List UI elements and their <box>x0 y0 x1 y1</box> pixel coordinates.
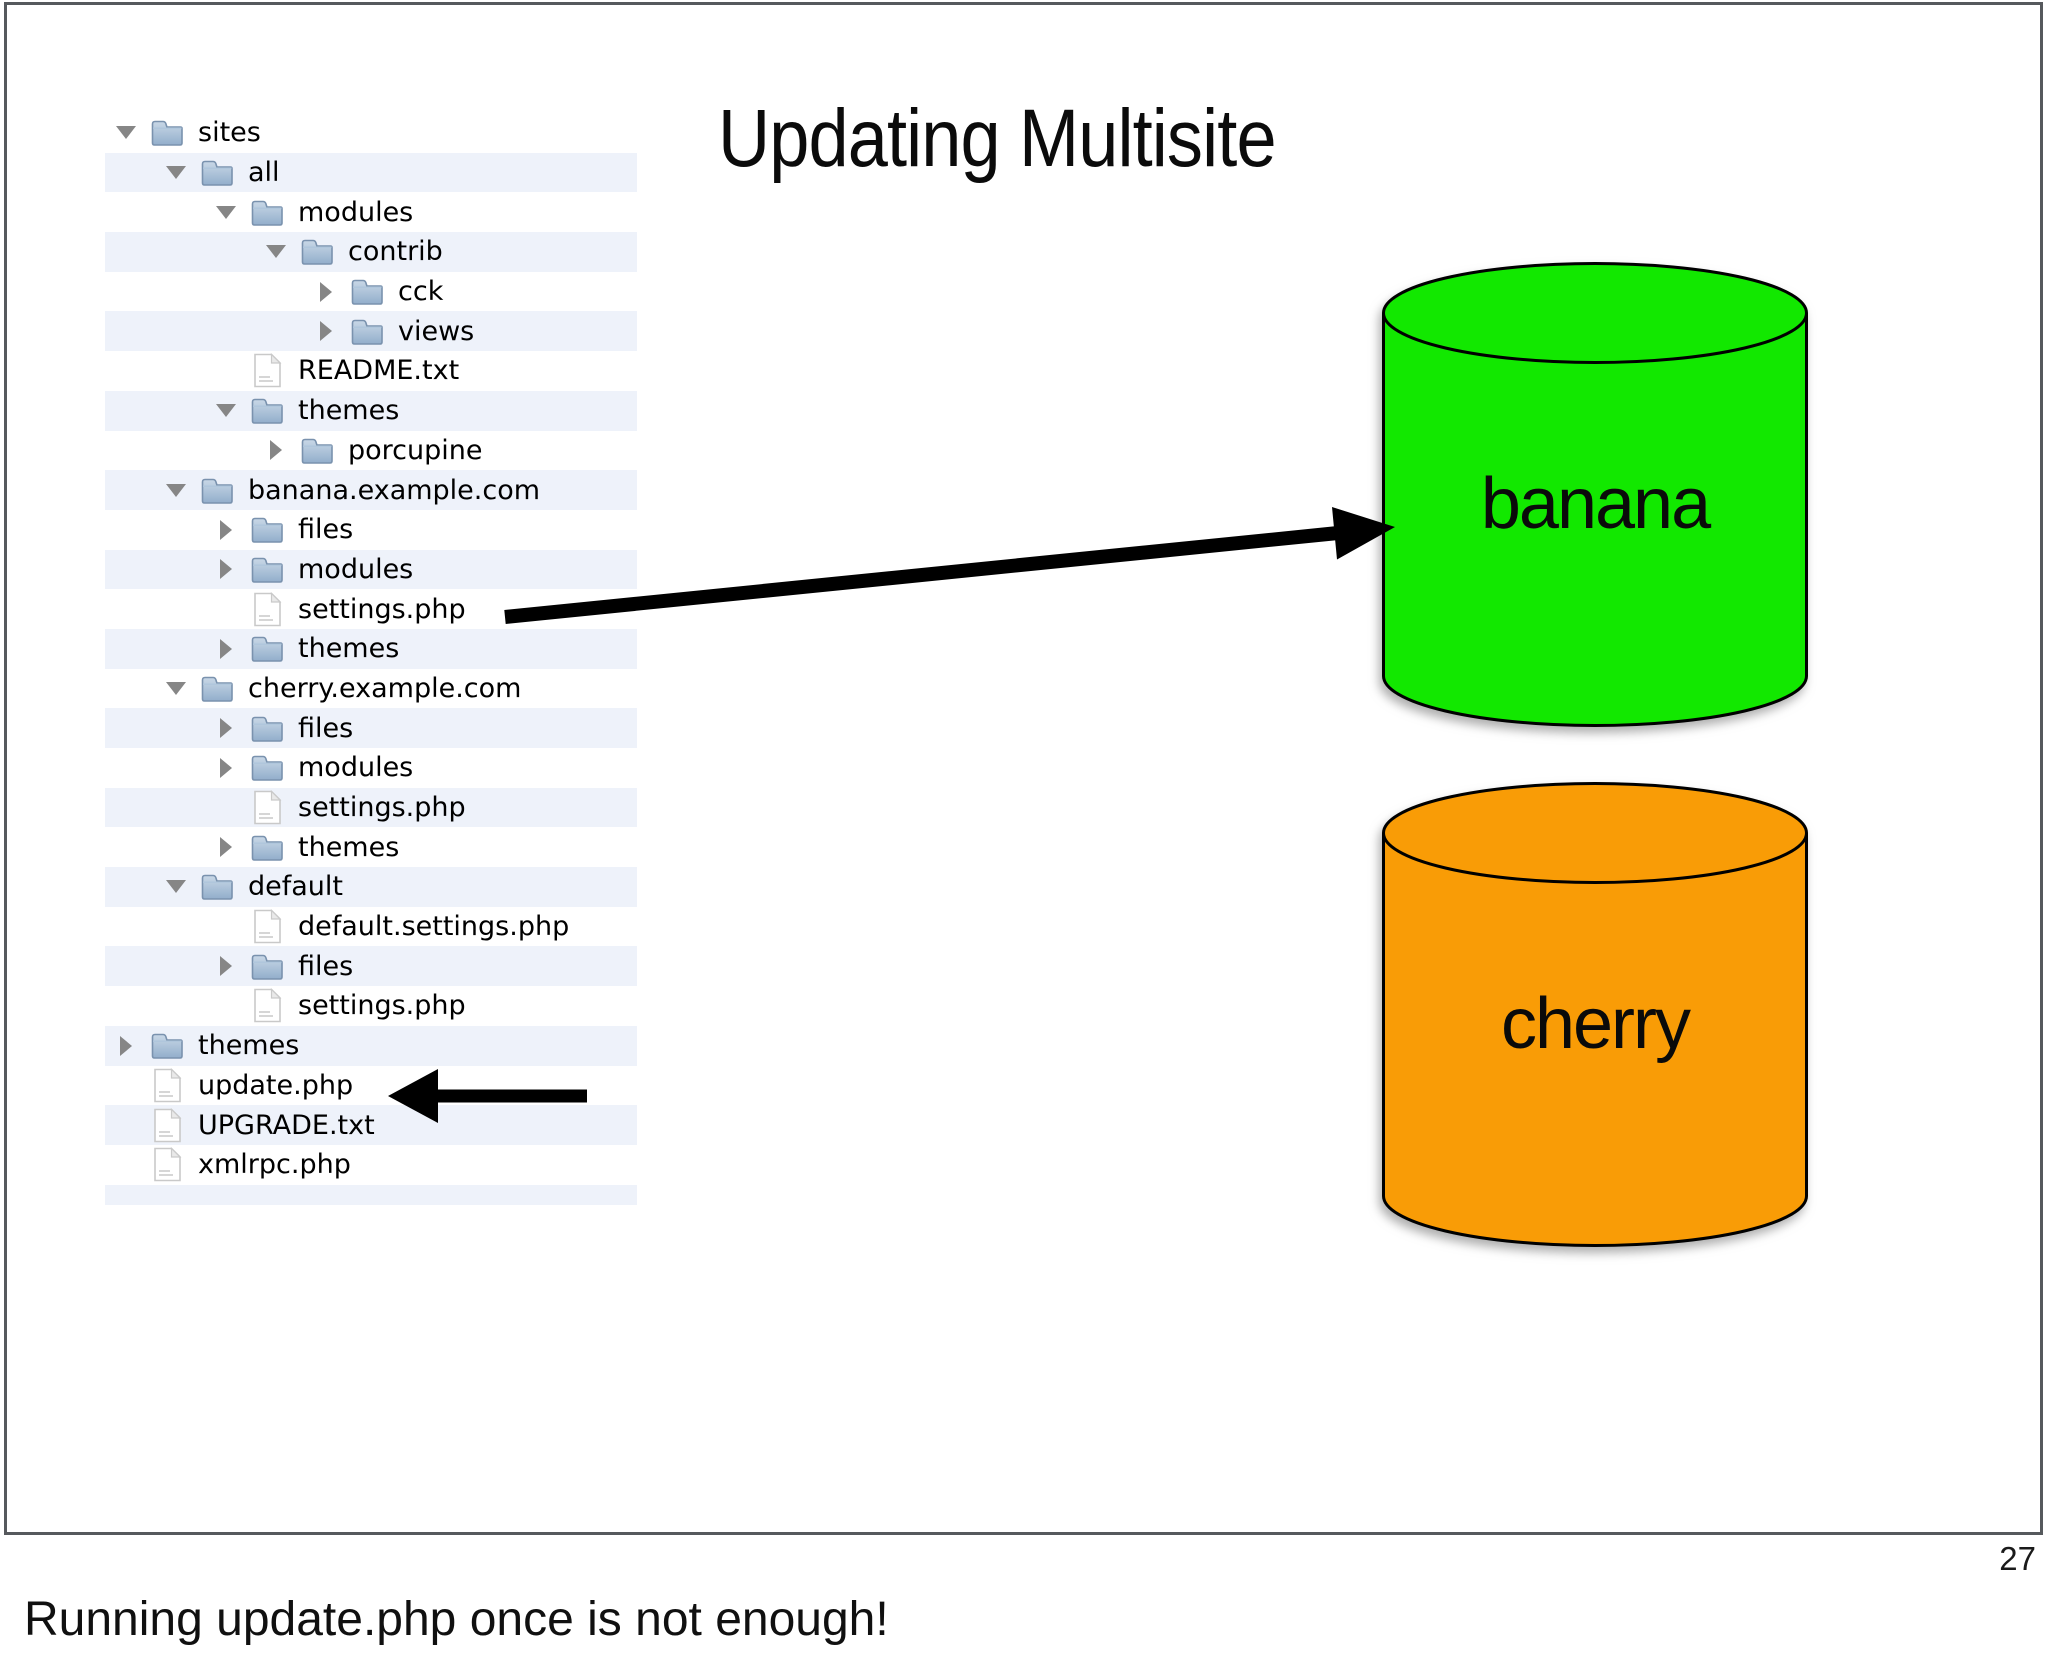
tree-row-label: themes <box>298 831 400 863</box>
tree-row[interactable]: porcupine <box>105 431 637 471</box>
tree-row-label: banana.example.com <box>248 474 541 506</box>
tree-row-label: modules <box>298 196 414 228</box>
tree-row-label: settings.php <box>298 990 466 1022</box>
banana-cylinder-body <box>1382 313 1808 727</box>
file-icon <box>153 1067 181 1103</box>
folder-icon <box>201 160 233 186</box>
slide-caption: Running update.php once is not enough! <box>24 1593 889 1646</box>
file-icon <box>153 1107 181 1142</box>
folder-icon <box>251 835 283 861</box>
folder-icon <box>251 954 283 980</box>
folder-icon <box>251 398 283 424</box>
folder-icon <box>151 121 183 147</box>
folder-icon <box>201 676 233 702</box>
tree-row[interactable]: files <box>105 708 637 748</box>
tree-row-label: themes <box>298 633 400 665</box>
tree-row[interactable]: themes <box>105 390 637 431</box>
cherry-cylinder-top <box>1382 782 1808 884</box>
file-icon <box>153 1147 181 1182</box>
folder-icon <box>251 636 283 663</box>
tree-row-label: update.php <box>198 1069 354 1101</box>
cherry-database-label: cherry <box>1501 984 1691 1064</box>
folder-icon <box>251 557 283 583</box>
tree-row-label: modules <box>298 752 414 784</box>
tree-row-label: xmlrpc.php <box>198 1149 351 1181</box>
file-tree: sites all <box>105 113 637 1205</box>
tree-row[interactable]: settings.php <box>105 787 637 828</box>
tree-row-label: modules <box>298 553 414 585</box>
tree-row-label: views <box>398 315 475 347</box>
folder-icon <box>351 279 383 305</box>
banana-database-cylinder: banana <box>1382 262 1808 727</box>
folder-icon <box>301 438 333 464</box>
tree-row[interactable]: settings.php <box>105 986 637 1026</box>
tree-row[interactable]: views <box>105 311 637 352</box>
cherry-database-cylinder: cherry <box>1382 782 1808 1247</box>
tree-row[interactable]: settings.php <box>105 589 637 629</box>
cherry-cylinder-body <box>1382 833 1808 1247</box>
tree-row-label: default.settings.php <box>298 911 570 943</box>
tree-row[interactable]: all <box>105 152 637 193</box>
tree-row[interactable]: cck <box>105 272 637 312</box>
tree-empty-stripe <box>105 1184 637 1205</box>
tree-row[interactable]: themes <box>105 628 637 669</box>
tree-row-label: settings.php <box>298 792 466 824</box>
folder-icon <box>151 1033 183 1059</box>
file-icon <box>253 591 281 626</box>
update-php-pointer-arrow <box>388 1069 587 1123</box>
tree-row[interactable]: modules <box>105 748 637 788</box>
tree-row[interactable]: update.php <box>105 1066 637 1106</box>
folder-icon <box>251 517 283 544</box>
settings-to-banana-arrow <box>504 507 1395 624</box>
folder-icon <box>251 716 283 742</box>
folder-icon <box>301 240 333 266</box>
tree-row[interactable]: cherry.example.com <box>105 669 637 709</box>
tree-row-label: files <box>298 712 354 744</box>
tree-row[interactable]: files <box>105 946 637 987</box>
slide-title: Updating Multisite <box>718 93 1277 184</box>
tree-row[interactable]: modules <box>105 549 637 590</box>
file-icon <box>253 988 281 1023</box>
banana-database-label: banana <box>1481 464 1712 544</box>
tree-row[interactable]: banana.example.com <box>105 470 637 510</box>
tree-row[interactable]: modules <box>105 192 637 232</box>
tree-row-label: themes <box>298 395 400 427</box>
tree-row[interactable]: default <box>105 867 637 907</box>
folder-icon <box>251 200 283 226</box>
tree-row-label: files <box>298 950 354 982</box>
tree-row[interactable]: themes <box>105 827 637 867</box>
tree-row[interactable]: xmlrpc.php <box>105 1145 637 1185</box>
tree-row[interactable]: UPGRADE.txt <box>105 1105 637 1145</box>
file-icon <box>253 353 281 388</box>
folder-icon <box>251 756 283 782</box>
page-number: 27 <box>1999 1540 2036 1577</box>
tree-row-label: README.txt <box>298 355 460 387</box>
tree-row-label: default <box>248 871 344 903</box>
tree-row-label: cherry.example.com <box>248 672 522 704</box>
banana-cylinder-top <box>1382 262 1808 364</box>
folder-icon <box>201 875 233 901</box>
tree-row-label: UPGRADE.txt <box>198 1109 375 1141</box>
file-icon <box>253 909 281 944</box>
file-icon <box>253 790 281 825</box>
folder-icon <box>201 478 233 504</box>
tree-row-label: themes <box>198 1030 300 1062</box>
tree-row[interactable]: files <box>105 510 637 550</box>
tree-row[interactable]: contrib <box>105 232 637 272</box>
tree-row-label: settings.php <box>298 593 466 625</box>
tree-row[interactable]: README.txt <box>105 351 637 391</box>
tree-row[interactable]: default.settings.php <box>105 907 637 947</box>
tree-row[interactable]: sites <box>105 113 637 153</box>
folder-icon <box>351 319 383 345</box>
tree-row-label: sites <box>198 117 261 149</box>
tree-row-label: files <box>298 514 354 546</box>
tree-row[interactable]: themes <box>105 1025 637 1066</box>
tree-row-label: cck <box>398 276 444 308</box>
tree-row-label: contrib <box>348 236 443 268</box>
tree-row-label: porcupine <box>348 434 483 466</box>
tree-row-label: all <box>248 157 280 189</box>
